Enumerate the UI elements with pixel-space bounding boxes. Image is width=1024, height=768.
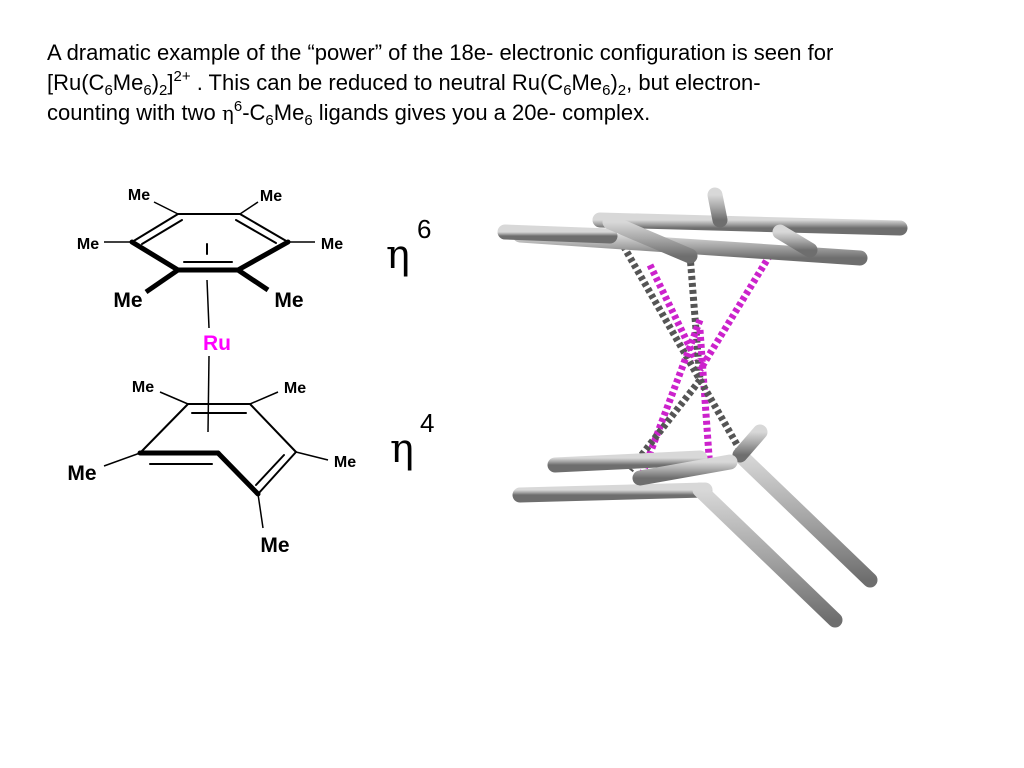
ru-ring-bonds <box>206 279 210 433</box>
methyl-label: Me <box>274 289 303 312</box>
ru-hexamethylbenzene-structure: Me Me Me Me Me Me Me Me Me Me Me Ru η 6 … <box>67 187 434 557</box>
eta4-ring <box>137 403 297 497</box>
eta6-methyl-bonds <box>104 201 315 295</box>
methyl-label: Me <box>284 380 306 397</box>
lower-ring-rods <box>512 424 878 628</box>
methyl-label: Me <box>77 236 99 253</box>
upper-ring-rods <box>497 187 908 266</box>
eta4-methyl-bonds <box>103 391 329 529</box>
hapticity-number: 6 <box>417 214 431 244</box>
methyl-label: Me <box>67 462 96 485</box>
intro-line-1: A dramatic example of the “power” of the… <box>47 40 834 65</box>
hapticity-eta6: η 6 <box>386 214 431 278</box>
methyl-labels: Me Me Me Me Me Me Me Me Me Me Me <box>67 187 356 557</box>
methyl-label: Me <box>334 454 356 471</box>
eta-symbol: η <box>386 232 410 278</box>
methyl-label: Me <box>260 534 289 557</box>
methyl-label: Me <box>113 289 142 312</box>
methyl-label: Me <box>321 236 343 253</box>
eta6-ring <box>129 213 291 273</box>
intro-text: A dramatic example of the “power” of the… <box>47 40 834 129</box>
methyl-label: Me <box>260 188 282 205</box>
hapticity-eta4: η 4 <box>390 408 434 472</box>
ruthenium-label: Ru <box>203 332 231 355</box>
eta-symbol: η <box>390 426 414 472</box>
methyl-label: Me <box>128 187 150 204</box>
3d-stick-model <box>497 187 908 628</box>
hapticity-number: 4 <box>420 408 434 438</box>
eta-symbol: η <box>221 101 234 125</box>
methyl-label: Me <box>132 379 154 396</box>
